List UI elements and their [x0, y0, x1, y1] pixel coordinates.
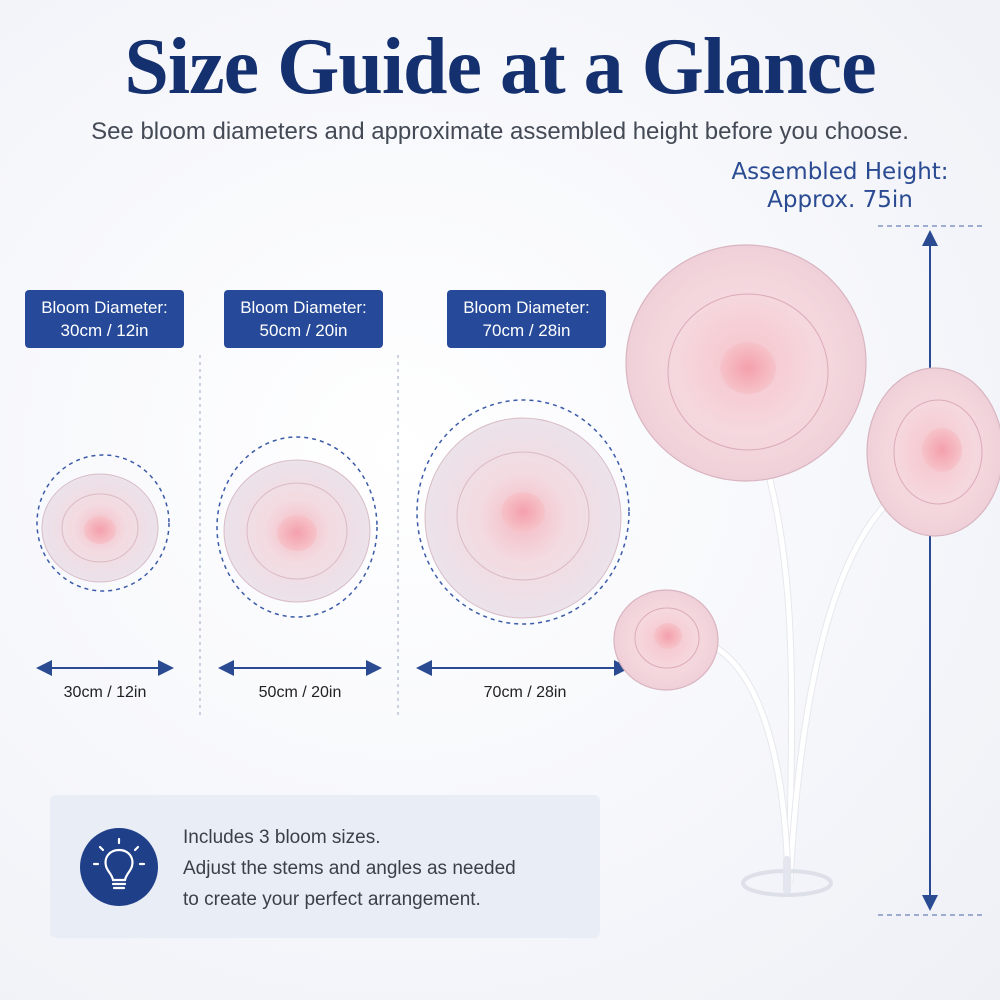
dimension-label-small: 30cm / 12in: [63, 684, 147, 701]
bloom-large-outline: [416, 399, 630, 625]
tip-line: to create your perfect arrangement.: [183, 889, 481, 910]
tip-line: Includes 3 bloom sizes.: [183, 827, 381, 848]
assembled-height-value: Approx. 75in: [767, 187, 913, 213]
bloom-large: [416, 399, 630, 625]
dimension-label-large: 70cm / 28in: [483, 684, 567, 701]
bloom-badge-size: 70cm / 28in: [482, 321, 571, 340]
bloom-medium-outline: [216, 436, 378, 618]
bloom-badge-medium: Bloom Diameter: 50cm / 20in: [224, 290, 383, 348]
page-title: Size Guide at a Glance: [124, 23, 876, 111]
assembled-height-title: Assembled Height:: [731, 159, 949, 185]
bloom-badge-title: Bloom Diameter:: [240, 298, 367, 317]
tip-text: Includes 3 bloom sizes. Adjust the stems…: [183, 822, 583, 915]
bloom-badge-size: 30cm / 12in: [60, 321, 149, 340]
bloom-medium: [216, 436, 378, 618]
page-subtitle: See bloom diameters and approximate asse…: [91, 118, 909, 145]
flower-stand: [696, 476, 894, 897]
stand-bloom-small: [613, 589, 719, 691]
bloom-badge-title: Bloom Diameter:: [463, 298, 590, 317]
bloom-badge-small: Bloom Diameter: 30cm / 12in: [25, 290, 184, 348]
tip-line: Adjust the stems and angles as needed: [183, 858, 516, 879]
bloom-badge-title: Bloom Diameter:: [41, 298, 168, 317]
bloom-small-outline: [36, 454, 170, 592]
bloom-badge-large: Bloom Diameter: 70cm / 28in: [447, 290, 606, 348]
dimension-label-medium: 50cm / 20in: [258, 684, 342, 701]
assembled-height-label: Assembled Height: Approx. 75in: [700, 158, 980, 214]
tip-box: Includes 3 bloom sizes. Adjust the stems…: [50, 795, 600, 938]
bloom-small: [36, 454, 170, 592]
bloom-badge-size: 50cm / 20in: [259, 321, 348, 340]
lightbulb-icon: [80, 828, 158, 906]
stand-bloom-right: [866, 367, 1000, 537]
stand-bloom-top: [625, 244, 867, 482]
